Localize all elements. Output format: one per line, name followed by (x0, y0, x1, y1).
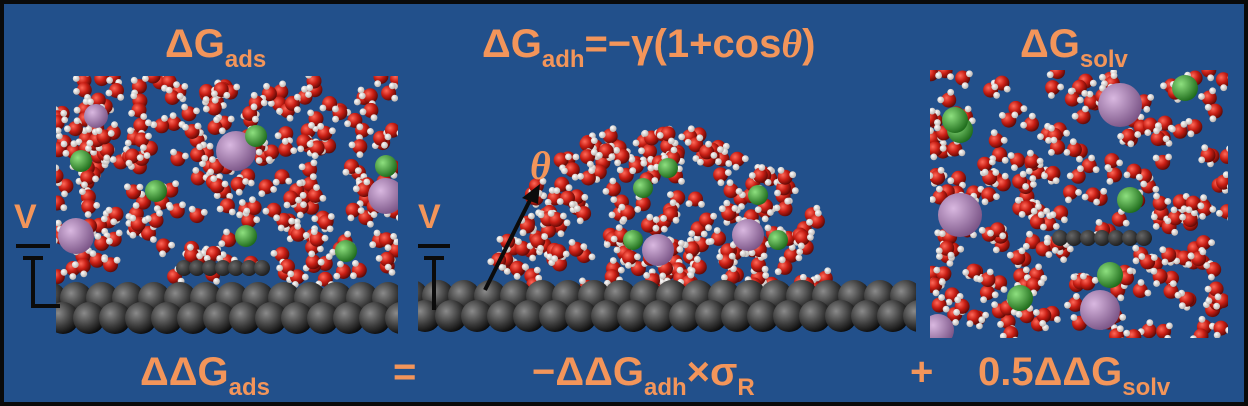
potential-label-middle: V (418, 198, 441, 236)
droplet-molecules (487, 125, 833, 298)
graphite-electrode-icon (418, 280, 916, 332)
label-dg-solv: ΔGsolv (1020, 22, 1128, 73)
graphite-electrode-icon (56, 282, 398, 334)
equation-adhesion-term: −ΔΔGadh×σR (532, 350, 755, 401)
potential-symbol-icon (16, 244, 60, 308)
water-molecule-icon (56, 76, 398, 288)
adhesion-panel (418, 100, 916, 338)
water-molecule-icon (930, 70, 1228, 338)
adsorption-panel (56, 76, 398, 338)
potential-symbol-icon (418, 244, 450, 310)
potential-label-left: V (14, 198, 37, 236)
contact-angle-arrow-icon (483, 184, 540, 291)
solvation-snapshot (930, 70, 1228, 338)
adsorption-snapshot (56, 76, 398, 334)
equation-lhs: ΔΔGads (140, 350, 270, 401)
equation-equals: = (393, 350, 417, 394)
equation-solvation-term: 0.5ΔΔGsolv (978, 350, 1171, 401)
label-dg-ads: ΔGads (165, 22, 267, 73)
label-dg-adh: ΔGadh=−γ(1+cosθ) (482, 21, 816, 73)
droplet-snapshot (418, 125, 916, 332)
equation-plus: + (910, 350, 934, 394)
contact-angle-label: θ (530, 143, 551, 188)
solvation-panel (930, 70, 1228, 338)
